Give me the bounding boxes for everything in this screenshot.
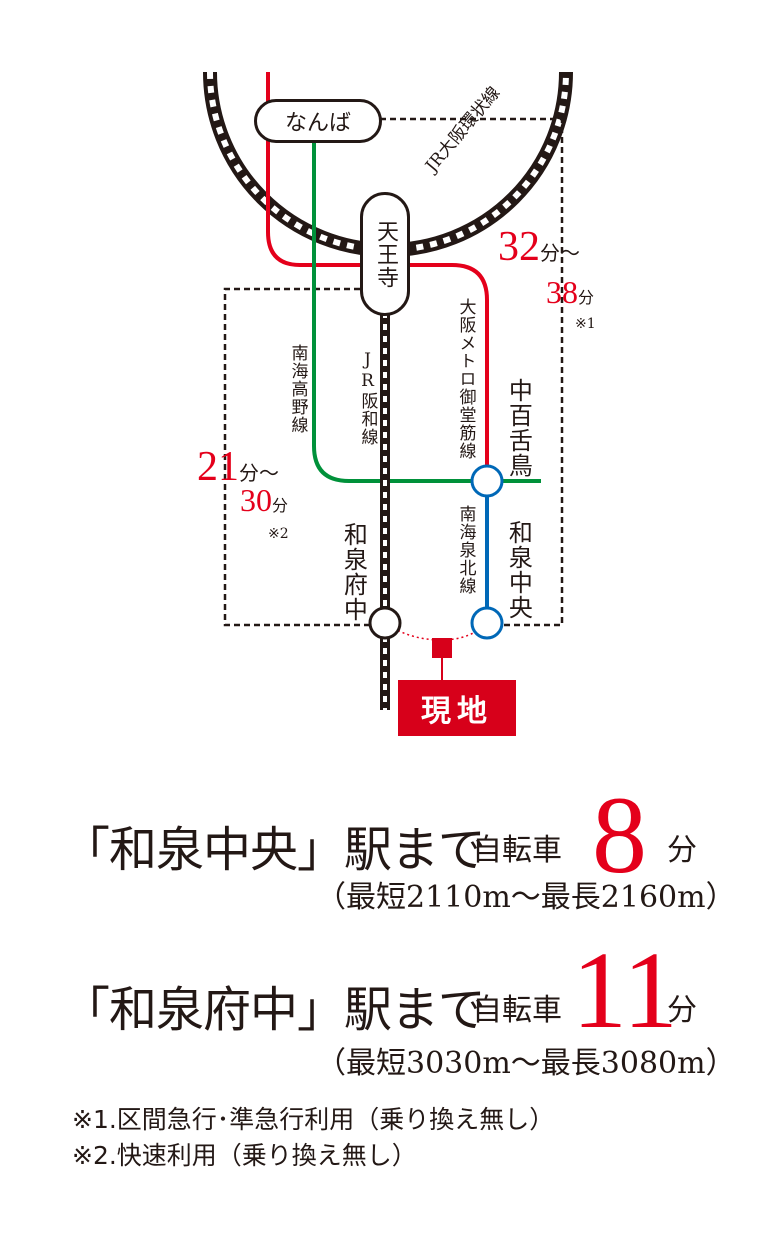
route-time-hanwa-unit: 分 bbox=[272, 496, 289, 515]
access-izumi-fuchu: 「和泉府中」駅まで 自転車 11 分 bbox=[62, 935, 722, 1045]
access-izumi-fuchu-station: 「和泉府中」駅まで bbox=[62, 982, 486, 1038]
access-izumi-chuo-mode: 自転車 bbox=[472, 833, 562, 868]
station-tennoji: 天王寺 bbox=[360, 192, 410, 316]
route-time-midosuji-note: ※1 bbox=[575, 316, 596, 332]
route-time-hanwa-sep: 分〜 bbox=[239, 461, 279, 485]
site-label: 現地 bbox=[398, 680, 516, 736]
route-time-midosuji-primary: 32 bbox=[498, 224, 540, 270]
site-marker bbox=[432, 638, 452, 658]
line-label-jr-hanwa: JR阪和線 bbox=[357, 350, 378, 446]
route-time-hanwa-primary: 21 bbox=[197, 444, 239, 490]
route-time-midosuji-secondary: 38 bbox=[546, 274, 578, 310]
access-izumi-fuchu-unit: 分 bbox=[667, 993, 697, 1028]
access-izumi-fuchu-range: （最短3030m〜最長3080m） bbox=[316, 1046, 736, 1081]
access-izumi-chuo-station: 「和泉中央」駅まで bbox=[62, 822, 486, 878]
station-namba: なんば bbox=[254, 99, 382, 143]
route-time-midosuji: 32分〜 bbox=[498, 226, 580, 268]
access-izumi-chuo-unit: 分 bbox=[667, 833, 697, 868]
station-tennoji-label: 天王寺 bbox=[373, 219, 398, 289]
route-box-hanwa bbox=[223, 287, 383, 627]
nankai-koya-line bbox=[312, 140, 541, 483]
line-label-nankai-koya: 南海高野線 bbox=[287, 344, 308, 434]
access-izumi-fuchu-minutes: 11 bbox=[572, 929, 678, 1051]
route-time-midosuji-unit: 分 bbox=[578, 288, 595, 307]
route-time-hanwa-note: ※2 bbox=[268, 526, 289, 542]
station-marker-nakamozu bbox=[470, 464, 504, 498]
route-time-hanwa: 21分〜 bbox=[197, 446, 279, 488]
access-izumi-fuchu-mode: 自転車 bbox=[472, 993, 562, 1028]
station-namba-label: なんば bbox=[284, 111, 351, 136]
station-label-nakamozu: 中百舌鳥 bbox=[504, 378, 533, 478]
route-map: JR大阪環状線 なんば 天王寺 南海高野線 JR阪和線 大阪メトロ御堂筋線 南海… bbox=[197, 71, 596, 736]
route-time-hanwa-secondary-wrap: 30分 bbox=[240, 484, 288, 516]
line-label-senboku: 南海泉北線 bbox=[455, 505, 476, 595]
line-label-midosuji: 大阪メトロ御堂筋線 bbox=[455, 298, 476, 460]
route-time-midosuji-secondary-wrap: 38分 bbox=[546, 276, 594, 308]
footnote-1: ※1.区間急行･準急行利用（乗り換え無し） bbox=[72, 1105, 555, 1134]
station-label-izumi-chuo: 和泉中央 bbox=[504, 520, 533, 620]
access-izumi-chuo-minutes: 8 bbox=[592, 774, 647, 896]
route-time-midosuji-sep: 分〜 bbox=[540, 241, 580, 265]
station-marker-izumi-fuchu bbox=[368, 606, 402, 640]
footnote-2: ※2.快速利用（乗り換え無し） bbox=[72, 1141, 417, 1170]
loop-line-dashes bbox=[207, 71, 569, 253]
route-box-midosuji bbox=[380, 117, 564, 627]
station-marker-izumi-chuo bbox=[470, 606, 504, 640]
route-time-hanwa-secondary: 30 bbox=[240, 482, 272, 518]
access-izumi-chuo: 「和泉中央」駅まで 自転車 8 分 bbox=[62, 780, 722, 890]
access-izumi-chuo-range: （最短2110m〜最長2160m） bbox=[316, 880, 736, 915]
station-label-izumi-fuchu: 和泉府中 bbox=[339, 522, 368, 622]
route-map-lines bbox=[203, 71, 573, 710]
